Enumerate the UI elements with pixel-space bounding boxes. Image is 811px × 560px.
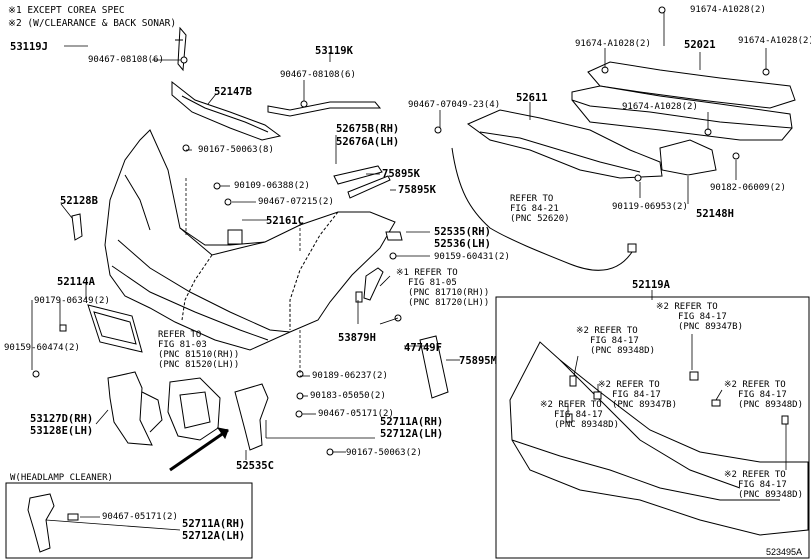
part-label-52536: 52536(LH)	[434, 238, 491, 250]
part-label-52712A-b: 52712A(LH)	[182, 530, 246, 542]
part-label-91674-a: 91674-A1028(2)	[690, 5, 766, 15]
part-label-53127D: 53127D(RH)	[30, 413, 94, 425]
part-label-90109-06388: 90109-06388(2)	[234, 181, 310, 191]
diagram-id: 523495A	[766, 547, 803, 557]
part-label-90467-05171-b: 90467-05171(2)	[102, 512, 178, 522]
note-clearance-sonar: ※2 (W/CLEARANCE & BACK SONAR)	[8, 18, 177, 29]
headlamp-cleaner-frame	[5, 482, 253, 559]
part-label-90467-08108-b: 90467-08108(6)	[280, 70, 356, 80]
part-label-52114A: 52114A	[57, 276, 95, 288]
part-label-53119J: 53119J	[10, 41, 48, 53]
headlamp-cleaner-title: W(HEADLAMP CLEANER)	[10, 473, 113, 483]
part-label-90167-50063: 90167-50063(8)	[198, 145, 274, 155]
part-label-52711A: 52711A(RH)	[380, 416, 444, 428]
part-label-90182-06009: 90182-06009(2)	[710, 183, 786, 193]
part-label-52711A-b: 52711A(RH)	[182, 518, 246, 530]
part-label-75895K-b: 75895K	[398, 184, 436, 196]
part-label-52675B: 52675B(RH)	[336, 123, 400, 135]
part-label-90467-07215: 90467-07215(2)	[258, 197, 334, 207]
part-label-52712A: 52712A(LH)	[380, 428, 444, 440]
part-label-52676A: 52676A(LH)	[336, 136, 400, 148]
part-label-90179-06349: 90179-06349(2)	[34, 296, 110, 306]
part-label-47749F: 47749F	[404, 342, 442, 354]
part-label-52021: 52021	[684, 39, 716, 51]
part-label-75895M: 75895M	[459, 355, 497, 367]
part-label-52148H: 52148H	[696, 208, 734, 220]
part-label-52119A: 52119A	[632, 279, 670, 291]
part-label-91674-d: 91674-A1028(2)	[622, 102, 698, 112]
note-except-corea: ※1 EXCEPT COREA SPEC	[8, 5, 125, 16]
part-label-52147B: 52147B	[214, 86, 252, 98]
part-label-52535C: 52535C	[236, 460, 274, 472]
part-label-52535: 52535(RH)	[434, 226, 491, 238]
part-label-91674-b: 91674-A1028(2)	[575, 39, 651, 49]
part-label-90189-06237: 90189-06237(2)	[312, 371, 388, 381]
part-label-75895K-a: 75895K	[382, 168, 420, 180]
part-label-91674-c: 91674-A1028(2)	[738, 36, 811, 46]
part-label-52611: 52611	[516, 92, 548, 104]
part-label-90159-60431: 90159-60431(2)	[434, 252, 510, 262]
part-label-90183-05050: 90183-05050(2)	[310, 391, 386, 401]
part-label-90159-60474: 90159-60474(2)	[4, 343, 80, 353]
part-label-52128B: 52128B	[60, 195, 98, 207]
part-label-90467-05171: 90467-05171(2)	[318, 409, 394, 419]
part-label-90119-06953: 90119-06953(2)	[612, 202, 688, 212]
part-label-53879H: 53879H	[338, 332, 376, 344]
part-label-90467-08108: 90467-08108(6)	[88, 55, 164, 65]
part-label-53119K: 53119K	[315, 45, 353, 57]
sonar-frame	[495, 296, 810, 559]
part-label-90167-50063-b: 90167-50063(2)	[346, 448, 422, 458]
part-label-52161C: 52161C	[266, 215, 304, 227]
part-label-53128E: 53128E(LH)	[30, 425, 94, 437]
part-label-90467-07049: 90467-07049-23(4)	[408, 100, 501, 110]
